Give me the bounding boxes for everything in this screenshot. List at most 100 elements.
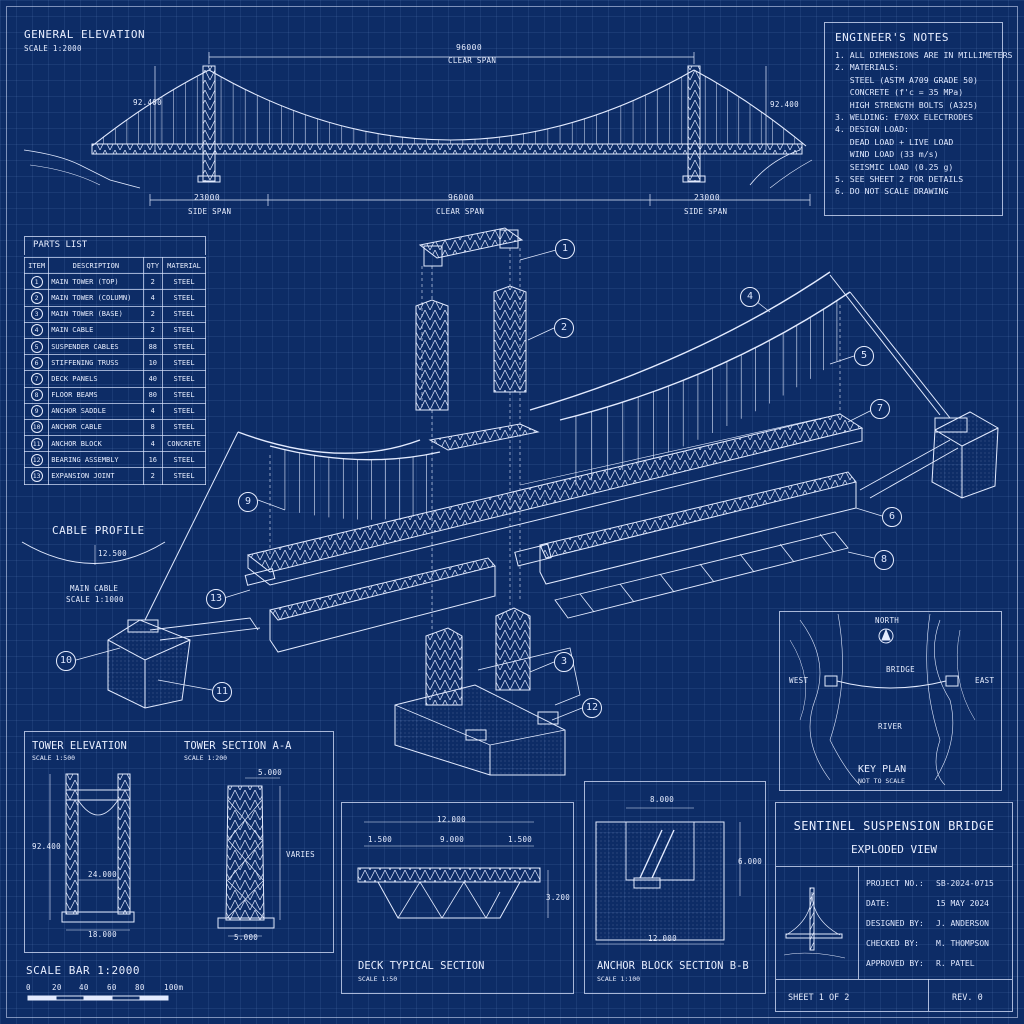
tower-height-left: 92.400	[133, 98, 162, 107]
general-elevation-drawing	[23, 52, 813, 206]
title-block-subtitle: EXPLODED VIEW	[850, 843, 938, 856]
scale-tick-80: 80	[135, 983, 145, 992]
cable-profile-label: MAIN CABLE	[70, 584, 119, 593]
callout-11: 11	[212, 682, 232, 702]
part-qty: 10	[142, 354, 164, 372]
tower-section-scale: SCALE 1:200	[184, 754, 228, 762]
engineers-note-line: HIGH STRENGTH BOLTS (A325)	[835, 99, 978, 110]
key-plan-east: EAST	[975, 676, 995, 685]
title-block-key: PROJECT NO.:	[866, 879, 924, 888]
title-block-sheet: SHEET 1 OF 2	[788, 993, 850, 1003]
part-item: 8	[23, 386, 50, 404]
part-qty: 8	[142, 418, 164, 437]
part-material: STEEL	[162, 418, 206, 437]
part-material: STEEL	[162, 289, 206, 307]
clear-span-label: CLEAR SPAN	[436, 207, 485, 216]
part-qty: 2	[142, 305, 164, 323]
anchor-section-drawing	[595, 807, 741, 945]
engineers-notes-title: ENGINEER'S NOTES	[835, 31, 949, 44]
callout-5: 5	[854, 346, 874, 366]
cable-profile-scale: SCALE 1:1000	[66, 595, 124, 604]
callout-6: 6	[882, 507, 902, 527]
part-description: ANCHOR SADDLE	[48, 402, 144, 420]
tower-height-right: 92.400	[770, 100, 799, 109]
part-description: BEARING ASSEMBLY	[48, 451, 144, 469]
part-material: CONCRETE	[162, 435, 206, 453]
side-span-right-label: SIDE SPAN	[684, 207, 728, 216]
part-material: STEEL	[162, 451, 206, 469]
part-description: SUSPENDER CABLES	[48, 337, 144, 356]
deck-width: 12.000	[437, 815, 466, 824]
title-block-thumbnail	[783, 887, 846, 959]
general-elevation-scale: SCALE 1:2000	[24, 44, 82, 53]
item-number: 4	[30, 324, 43, 337]
part-qty: 88	[142, 337, 164, 356]
dim-top-label: CLEAR SPAN	[448, 56, 497, 65]
side-span-left-value: 23000	[194, 193, 221, 202]
tower-elevation-inner: 24.000	[88, 870, 117, 879]
part-material: STEEL	[162, 321, 206, 339]
deck-depth: 3.200	[546, 893, 571, 902]
part-item: 11	[23, 435, 50, 453]
callout-1: 1	[555, 239, 575, 259]
part-description: DECK PANELS	[48, 370, 144, 388]
title-block-key: DESIGNED BY:	[866, 919, 924, 928]
deck-left: 1.500	[368, 835, 393, 844]
title-block-divider	[776, 866, 1012, 867]
deck-section-scale: SCALE 1:50	[358, 975, 398, 983]
title-block: SENTINEL SUSPENSION BRIDGE EXPLODED VIEW…	[775, 802, 1013, 1012]
part-material: STEEL	[162, 467, 206, 485]
engineers-note-line: 1. ALL DIMENSIONS ARE IN MILLIMETERS	[835, 50, 1013, 60]
engineers-note-line: WIND LOAD (33 m/s)	[835, 149, 939, 160]
cable-profile-drawing	[21, 541, 166, 565]
part-material: STEEL	[162, 354, 206, 372]
anchor-top: 8.000	[650, 795, 675, 804]
title-block-rev: REV. 0	[952, 993, 983, 1003]
scale-tick-20: 20	[52, 983, 62, 992]
title-block-value: 15 MAY 2024	[936, 899, 989, 908]
exploded-view-drawing	[75, 227, 999, 776]
scale-bar-title: SCALE BAR 1:2000	[26, 964, 140, 977]
title-block-key: APPROVED BY:	[866, 959, 924, 968]
item-number: 12	[30, 453, 43, 466]
deck-right: 1.500	[508, 835, 533, 844]
part-item: 2	[23, 289, 50, 307]
part-description: MAIN TOWER (BASE)	[48, 305, 144, 323]
engineers-note-line: DEAD LOAD + LIVE LOAD	[835, 136, 954, 147]
part-item: 4	[23, 321, 50, 339]
part-qty: 4	[142, 402, 164, 420]
callout-13: 13	[206, 589, 226, 609]
deck-mid: 9.000	[440, 835, 465, 844]
engineers-note-line: 4. DESIGN LOAD:	[835, 124, 909, 135]
key-plan-drawing	[789, 613, 976, 786]
clear-span-value: 96000	[448, 193, 475, 202]
part-item: 1	[23, 273, 50, 291]
anchor-section-box	[584, 781, 766, 994]
deck-section-box	[341, 802, 574, 994]
engineers-note-line: SEISMIC LOAD (0.25 g)	[835, 161, 954, 172]
key-plan-bridge: BRIDGE	[886, 665, 915, 674]
key-plan-north: NORTH	[875, 616, 900, 625]
deck-section-drawing	[357, 821, 549, 919]
cable-profile-sag: 12.500	[98, 549, 127, 558]
item-number: 5	[30, 340, 43, 353]
parts-list-header-box: PARTS LIST	[24, 236, 206, 255]
tower-elevation-scale: SCALE 1:500	[32, 754, 76, 762]
key-plan-west: WEST	[789, 676, 809, 685]
part-material: STEEL	[162, 273, 206, 291]
item-number: 7	[30, 372, 43, 385]
col-item: ITEM	[23, 256, 50, 275]
title-block-value: J. ANDERSON	[936, 919, 989, 928]
part-item: 5	[23, 337, 50, 356]
part-item: 10	[23, 418, 50, 437]
part-material: STEEL	[162, 402, 206, 420]
